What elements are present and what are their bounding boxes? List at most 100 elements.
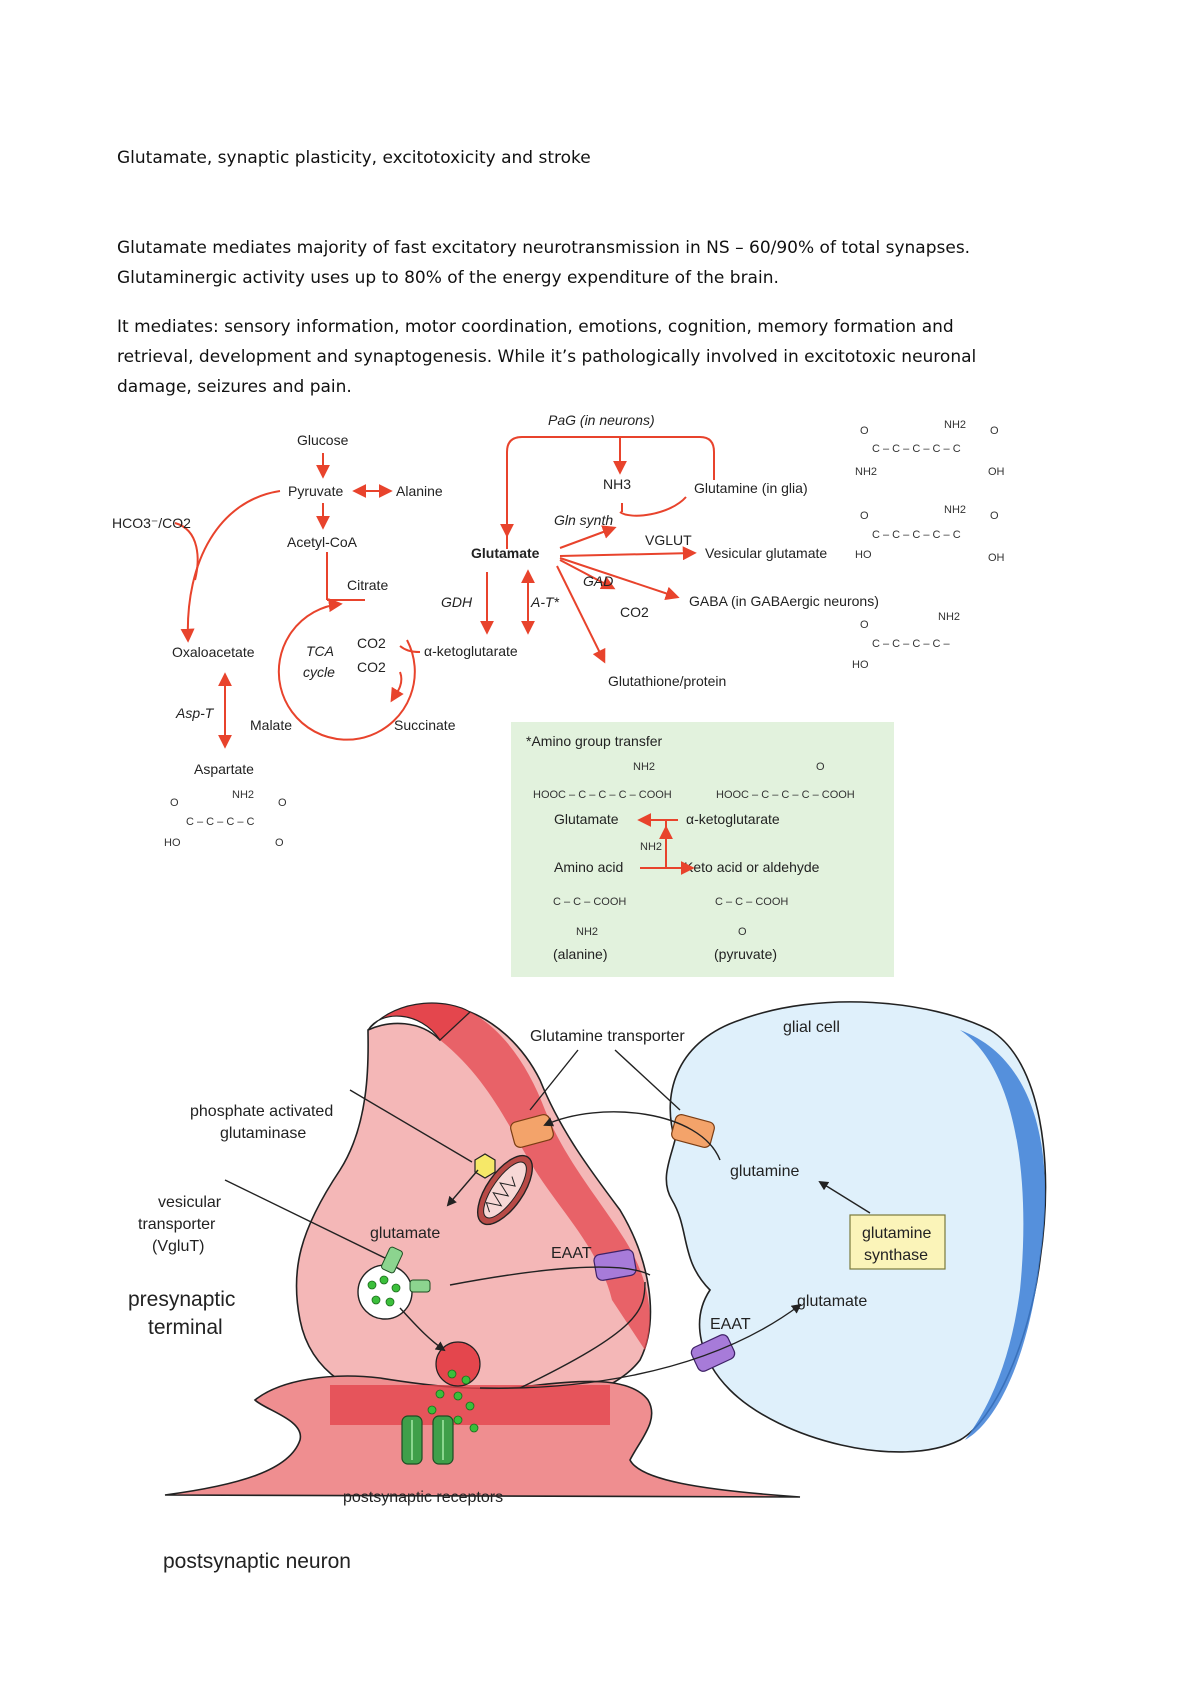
vesicular-glutamate-label: Vesicular glutamate	[705, 545, 827, 561]
vglut-label: (VgluT)	[152, 1238, 204, 1255]
svg-text:C – C – C – C – C: C – C – C – C – C	[872, 443, 961, 455]
svg-text:NH2: NH2	[232, 789, 254, 801]
glucose-label: Glucose	[297, 432, 349, 448]
svg-text:O: O	[170, 797, 179, 809]
pag-label: PaG (in neurons)	[548, 412, 655, 428]
svg-text:NH2: NH2	[855, 466, 877, 478]
svg-text:NH2: NH2	[938, 611, 960, 623]
svg-text:C – C – COOH: C – C – COOH	[715, 896, 788, 908]
box-pyruvate-label: (pyruvate)	[714, 946, 777, 962]
vglut-transporter-icon	[381, 1246, 403, 1274]
postsynaptic-neuron-label: postsynaptic neuron	[163, 1550, 351, 1573]
svg-text:O: O	[860, 425, 869, 437]
transporter-label: transporter	[138, 1216, 216, 1233]
svg-text:C – C – COOH: C – C – COOH	[553, 896, 626, 908]
vglut-transporter-icon	[409, 1279, 431, 1293]
paragraph-line: retrieval, development and synaptogenesi…	[117, 347, 977, 367]
synapse-pathway-arrows	[224, 1049, 871, 1389]
svg-text:NH2: NH2	[944, 419, 966, 431]
co2-label: CO2	[620, 604, 649, 620]
box-glutamate-label: Glutamate	[554, 811, 619, 827]
tca-label: TCA	[306, 643, 334, 659]
fusing-vesicle	[435, 1341, 481, 1387]
title-text: Glutamate, synaptic plasticity, excitoto…	[117, 148, 591, 168]
paragraph-line: damage, seizures and pain.	[117, 377, 352, 397]
mitochondrion-icon	[477, 1154, 533, 1226]
svg-text:NH2: NH2	[576, 926, 598, 938]
glutamine-synthase-label: glutamine	[862, 1225, 931, 1242]
citrate-label: Citrate	[347, 577, 388, 593]
postsynaptic-receptor-icon	[401, 1415, 454, 1465]
gln-synth-label: Gln synth	[554, 512, 613, 528]
postsynaptic-receptors-label: postsynaptic receptors	[343, 1489, 503, 1506]
paragraph-overview: Glutamate mediates majority of fast exci…	[117, 233, 1057, 293]
tca-cycle-label: cycle	[303, 664, 335, 680]
glutamate-glia-label: glutamate	[797, 1293, 867, 1310]
svg-text:HO: HO	[855, 549, 872, 561]
paragraph-line: Glutamate mediates majority of fast exci…	[117, 238, 971, 258]
svg-text:C – C – C – C –: C – C – C – C –	[872, 638, 951, 650]
glutamate-label: Glutamate	[471, 545, 540, 561]
glutaminase-label: glutaminase	[220, 1125, 306, 1142]
terminal-label: terminal	[148, 1316, 223, 1339]
glutathione-label: Glutathione/protein	[608, 673, 726, 689]
asp-t-label: Asp-T	[175, 705, 215, 721]
amino-box-bg	[511, 722, 894, 977]
glutamine-glia-label: Glutamine (in glia)	[694, 480, 808, 496]
svg-text:C – C – C – C – C: C – C – C – C – C	[872, 529, 961, 541]
synaptic-vesicle	[357, 1264, 413, 1320]
svg-text:O: O	[278, 797, 287, 809]
box-keto-acid-label: Keto acid or aldehyde	[684, 859, 820, 875]
box-akg-label: α-ketoglutarate	[686, 811, 780, 827]
glutamine-label: glutamine	[730, 1163, 799, 1180]
phosphate-activated-label: phosphate activated	[190, 1103, 333, 1120]
akg-formula: HOOC – C – C – C – COOH	[716, 789, 855, 801]
svg-text:NH2: NH2	[640, 841, 662, 853]
svg-text:O: O	[738, 926, 747, 938]
paragraph-line: It mediates: sensory information, motor …	[117, 317, 954, 337]
svg-text:C – C – C – C: C – C – C – C	[186, 816, 255, 828]
nh3-label: NH3	[603, 476, 631, 492]
gaba-label: GABA (in GABAergic neurons)	[689, 593, 879, 609]
glutamate-formula: HOOC – C – C – C – COOH	[533, 789, 672, 801]
presynaptic-side-wall	[440, 1012, 650, 1350]
bicarbonate-label: HCO3⁻/CO2	[112, 515, 191, 531]
svg-text:NH2: NH2	[633, 761, 655, 773]
glutamine-structure: NH2 O O C – C – C – C – C NH2 OH	[855, 419, 1005, 478]
paragraph-line: Glutaminergic activity uses up to 80% of…	[117, 268, 779, 288]
co2-label: CO2	[357, 635, 386, 651]
svg-text:O: O	[816, 761, 825, 773]
svg-text:O: O	[990, 425, 999, 437]
vesicular-label: vesicular	[158, 1194, 222, 1211]
svg-text:O: O	[275, 837, 284, 849]
svg-text:HO: HO	[852, 659, 869, 671]
svg-text:OH: OH	[988, 552, 1005, 564]
glutamate-synapse-diagram: Glutamine transporter glial cell phospha…	[128, 1001, 1047, 1573]
vesicle-glutamate-dots	[367, 1275, 401, 1307]
glutamate-structure: NH2 O O C – C – C – C – C HO OH	[855, 504, 1005, 564]
box-alanine-label: (alanine)	[553, 946, 607, 962]
svg-text:NH2: NH2	[944, 504, 966, 516]
glial-cell-edge	[960, 1030, 1046, 1440]
synthase-label: synthase	[864, 1247, 928, 1264]
glutamine-transporter-label: Glutamine transporter	[530, 1028, 685, 1045]
paragraph-functions: It mediates: sensory information, motor …	[117, 312, 1057, 402]
a-t-label: A-T*	[530, 594, 560, 610]
alpha-ketoglutarate-label: α-ketoglutarate	[424, 643, 518, 659]
aspartate-structure: NH2 O O C – C – C – C HO O	[164, 789, 287, 849]
succinate-label: Succinate	[394, 717, 456, 733]
presynaptic-label: presynaptic	[128, 1288, 235, 1311]
co2-label: CO2	[357, 659, 386, 675]
svg-text:HO: HO	[164, 837, 181, 849]
gdh-label: GDH	[441, 594, 473, 610]
document-title: Glutamate, synaptic plasticity, excitoto…	[117, 143, 1057, 173]
svg-text:O: O	[860, 510, 869, 522]
gaba-structure: NH2 O C – C – C – C – HO	[852, 611, 960, 671]
svg-text:O: O	[860, 619, 869, 631]
glutamate-presynaptic-label: glutamate	[370, 1225, 440, 1242]
glutamine-synthase-box	[849, 1214, 946, 1270]
gad-label: GAD	[583, 573, 613, 589]
vglut-label: VGLUT	[645, 532, 692, 548]
aspartate-label: Aspartate	[194, 761, 254, 777]
